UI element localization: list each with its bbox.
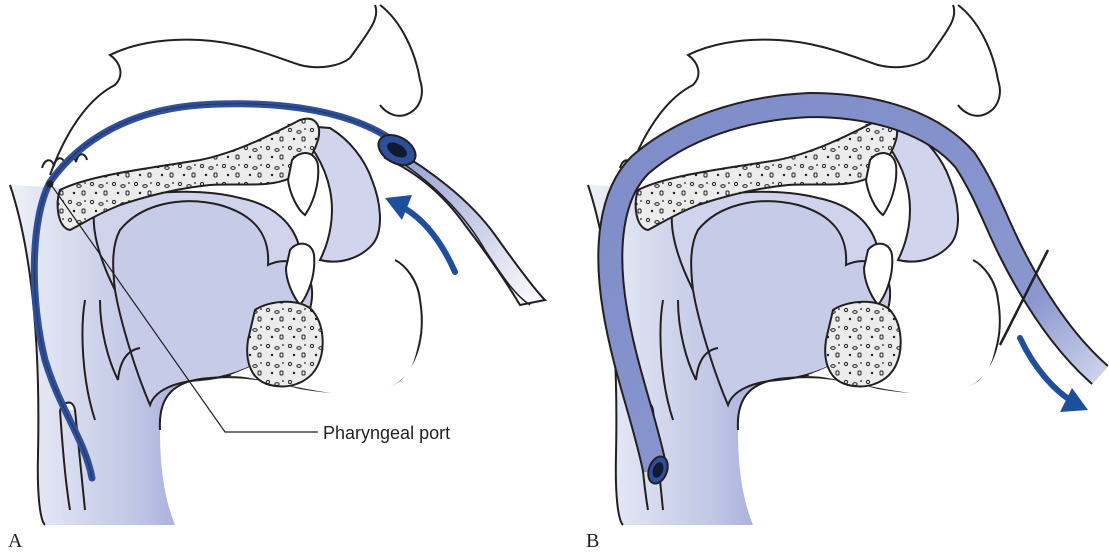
panel-b-letter: B [586,530,599,553]
panel-a-letter: A [8,530,22,553]
panel-a-anatomy [10,5,422,525]
pharyngeal-port-label: Pharyngeal port [323,423,450,444]
